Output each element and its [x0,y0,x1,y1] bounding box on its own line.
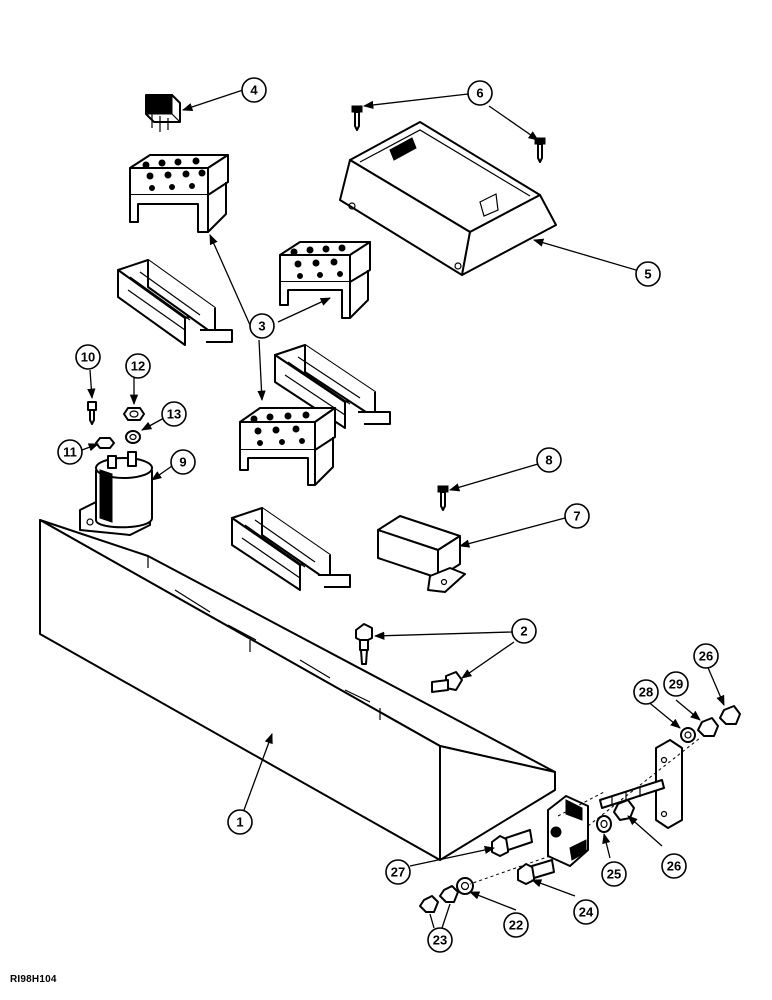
callout-22: 22 [503,912,529,938]
fuse-base-part-3-middle [274,344,391,429]
callout-27: 27 [385,859,411,885]
svg-text:9: 9 [179,455,186,470]
callout-23: 23 [427,927,453,953]
relay-part-4 [145,94,181,132]
fuse-block-part-3-lower [239,407,336,486]
callout-4: 4 [241,77,267,103]
svg-text:8: 8 [545,453,552,468]
fuse-base-part-3-top [117,259,233,346]
callout-25: 25 [601,861,627,887]
svg-text:26: 26 [667,859,681,874]
callout-11: 11 [57,439,83,465]
washer-part-22 [456,877,474,895]
svg-text:11: 11 [63,445,77,460]
terminal-block [547,795,589,867]
flasher-module-part-7 [377,515,466,593]
svg-text:29: 29 [669,677,683,692]
solenoid-part-9 [79,451,153,536]
svg-text:10: 10 [81,350,95,365]
alignment-lines [469,737,701,885]
svg-text:3: 3 [258,319,265,334]
callout-7: 7 [564,503,590,529]
callout-12: 12 [125,353,151,379]
svg-text:23: 23 [433,933,447,948]
callout-26-lower: 26 [661,853,687,879]
svg-text:2: 2 [520,624,527,639]
svg-text:1: 1 [236,815,243,830]
nut-part-26-upper [719,705,741,725]
svg-text:5: 5 [644,267,651,282]
nut-part-12 [123,407,145,421]
fuse-block-part-3-middle [279,241,371,319]
screw-part-6-right [534,137,546,163]
callout-28: 28 [633,679,659,705]
nut-part-29 [697,717,719,737]
bolt-part-24 [517,859,555,885]
svg-text:7: 7 [573,509,580,524]
callout-29: 29 [663,671,689,697]
svg-text:4: 4 [250,83,258,98]
svg-text:12: 12 [131,359,145,374]
callout-5: 5 [635,261,661,287]
callout-6: 6 [467,80,493,106]
svg-text:25: 25 [607,867,621,882]
leader-lines [81,89,725,929]
svg-text:24: 24 [579,905,594,920]
module-housing-part-5 [339,121,557,276]
svg-text:13: 13 [167,407,181,422]
washer-part-25 [596,815,612,833]
callout-2: 2 [511,618,537,644]
nut-part-11 [95,437,115,449]
callout-3: 3 [249,313,275,339]
svg-text:6: 6 [476,86,483,101]
screw-part-8 [437,485,449,511]
nut-part-23-b [439,885,459,903]
nut-part-23-a [419,895,439,913]
figure-code: RI98H104 [10,974,57,985]
washer-part-13 [125,430,141,444]
callout-26-upper: 26 [693,643,719,669]
callout-1: 1 [227,809,253,835]
terminal-stud-plate [599,739,683,829]
svg-text:27: 27 [391,865,405,880]
callout-8: 8 [536,447,562,473]
bolt-part-2-upper [355,623,373,665]
bolt-part-2-lower [431,671,463,693]
bolt-part-27 [491,829,533,857]
washer-part-28 [680,727,696,743]
callout-9: 9 [170,449,196,475]
svg-text:28: 28 [639,685,653,700]
screw-part-6-left [351,105,363,131]
svg-text:22: 22 [509,918,523,933]
svg-text:26: 26 [699,649,713,664]
callout-13: 13 [161,401,187,427]
fuse-base-part-3-lower [231,507,351,591]
callout-10: 10 [75,344,101,370]
fuse-block-part-3-top [129,154,229,233]
callout-24: 24 [573,899,599,925]
bolt-part-10 [87,401,97,425]
